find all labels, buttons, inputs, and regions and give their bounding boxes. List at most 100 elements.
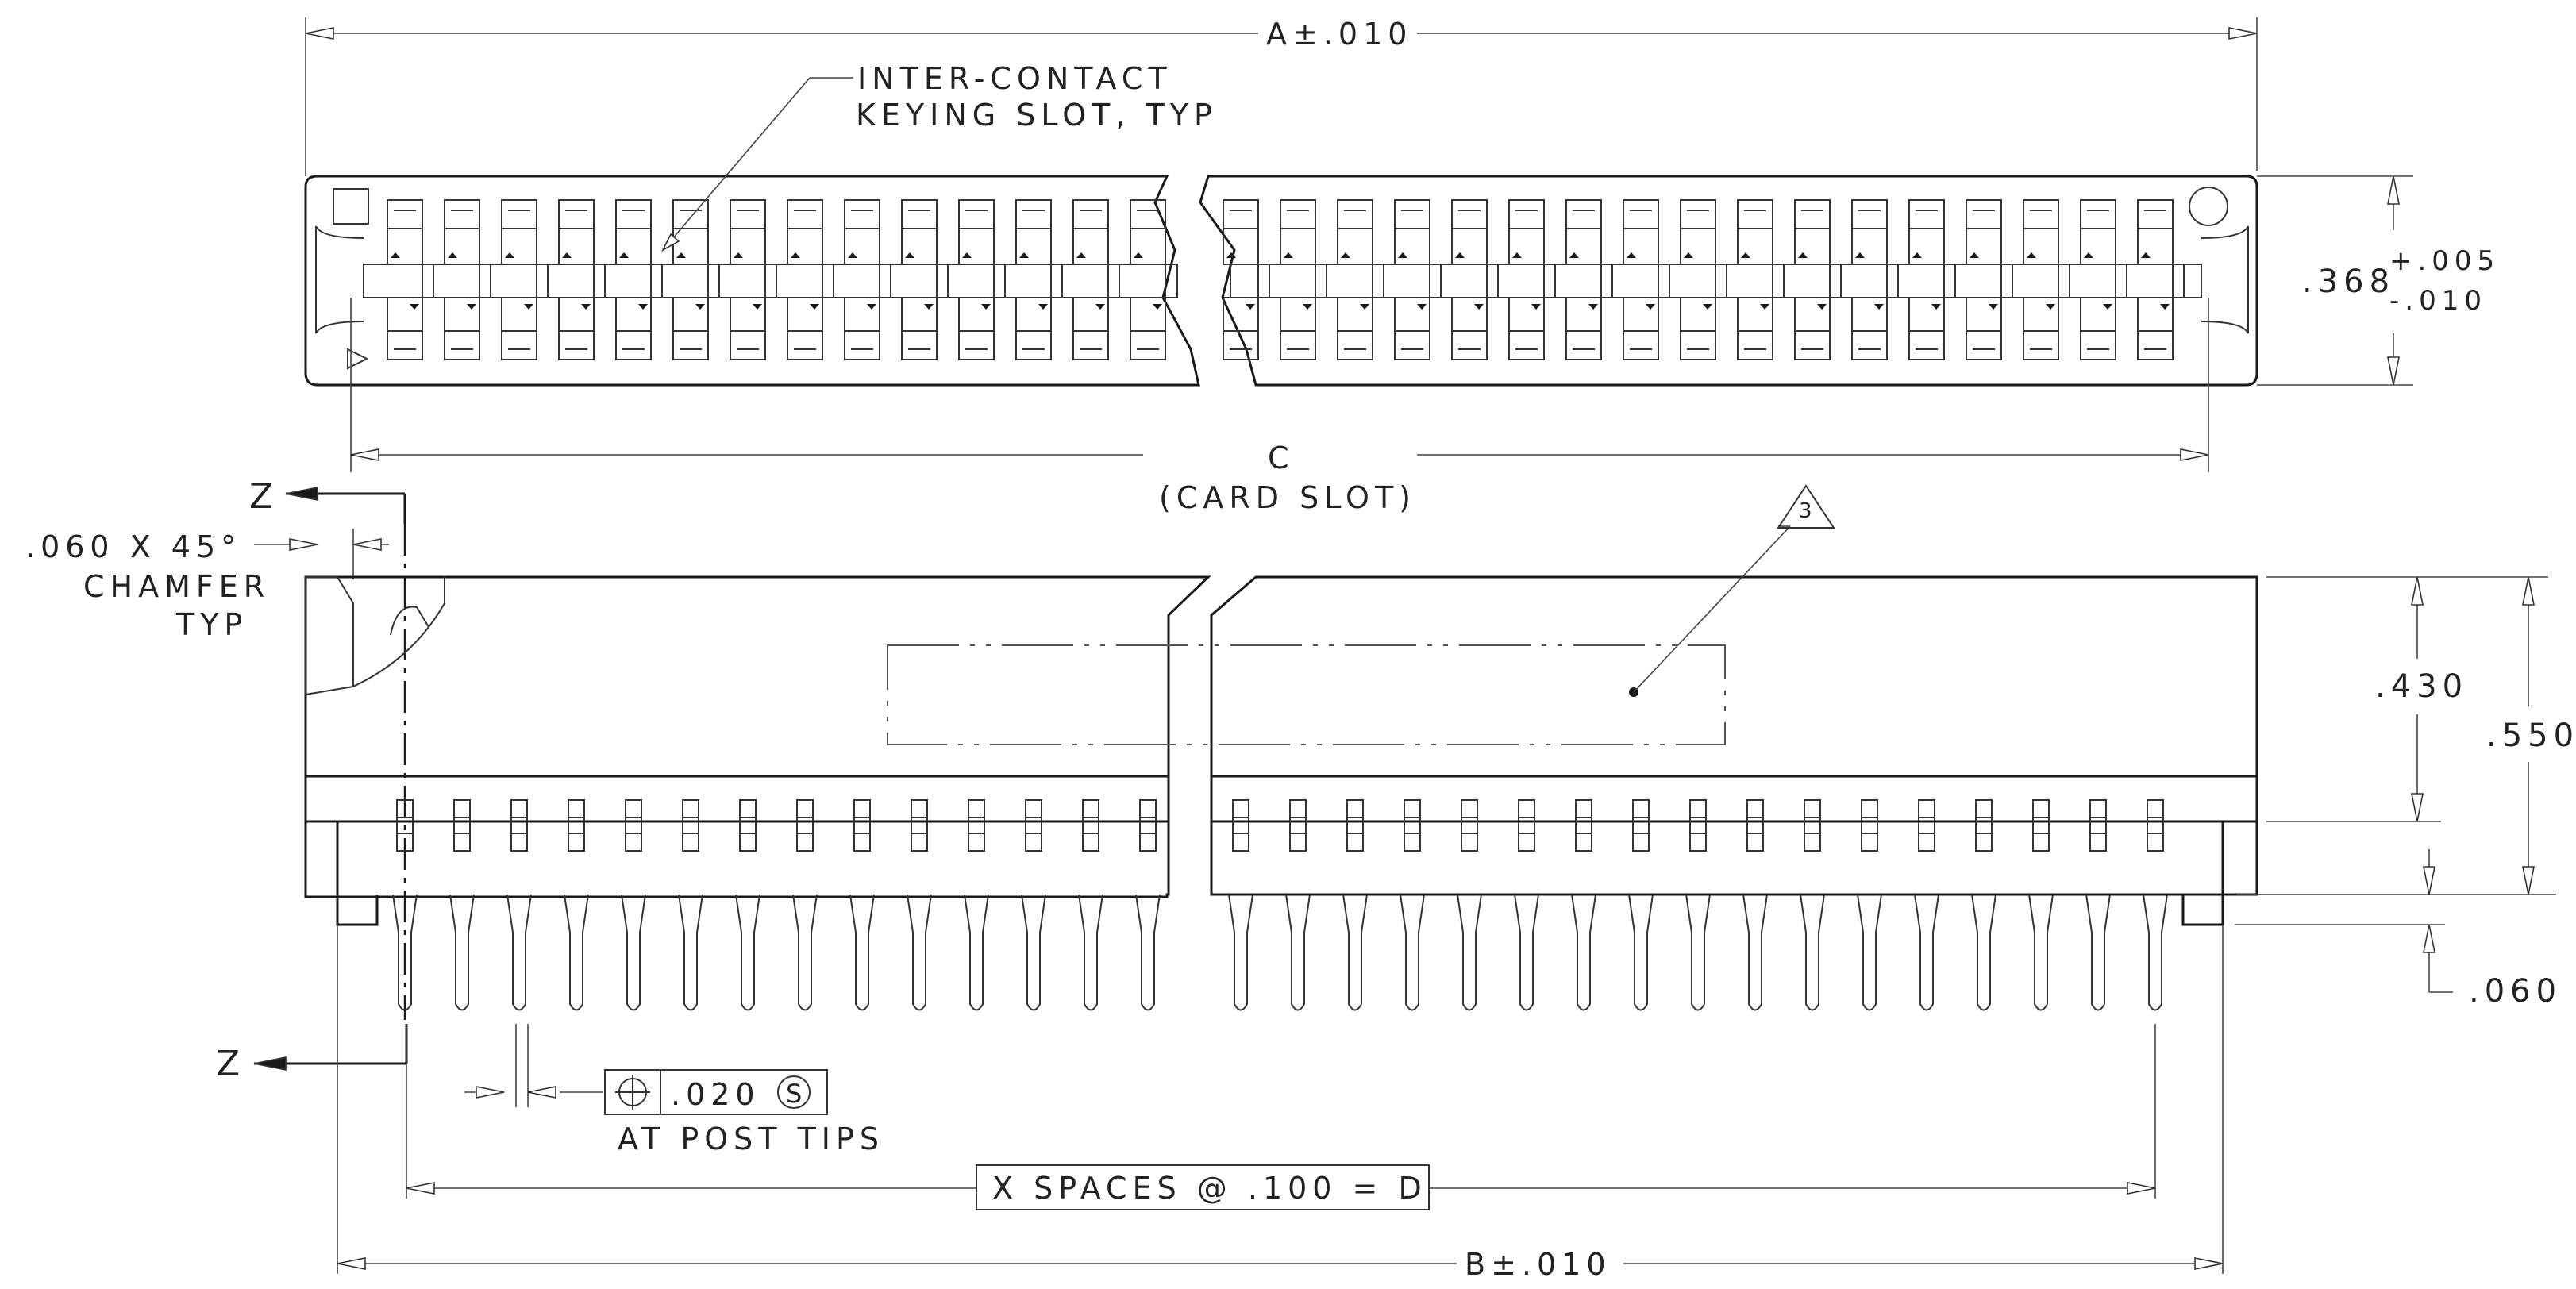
- section-marker-bottom: Z: [216, 1024, 408, 1084]
- contact-pin: [1078, 799, 1103, 1011]
- height-tol-plus: +.005: [2389, 245, 2500, 277]
- dimension-430-label: .430: [2375, 668, 2468, 705]
- marking-area-phantom: [887, 644, 1726, 745]
- card-slot-label: (CARD SLOT): [1159, 480, 1416, 515]
- contact-cell-top: [901, 199, 949, 360]
- height-nominal: .368: [2302, 264, 2395, 300]
- contact-cell-top: [1394, 199, 1442, 360]
- contact-pin: [2143, 799, 2168, 1011]
- dimension-a: A±.010: [305, 17, 2258, 176]
- chamfer-typ: TYP: [175, 607, 248, 642]
- chamfer-callout: .060 X 45° CHAMFER TYP: [25, 529, 389, 642]
- contact-pin: [1228, 799, 1253, 1011]
- contact-cell-top: [1565, 199, 1613, 360]
- dimension-550-label: .550: [2486, 718, 2576, 754]
- dimension-368: .368 +.005 -.010: [2257, 175, 2500, 386]
- chamfer-label: CHAMFER: [83, 569, 270, 604]
- contact-pin: [506, 799, 532, 1011]
- contact-cell-top: [672, 199, 720, 360]
- contact-pin: [849, 799, 875, 1011]
- front-view: Z Z .060 X 45° CHAMFER TYP: [25, 476, 2576, 1282]
- section-letter-top: Z: [249, 476, 279, 517]
- dimension-d: X SPACES @ .100 = D: [406, 1024, 2156, 1210]
- contact-cell-top: [1223, 199, 1270, 360]
- contact-pin: [792, 799, 818, 1011]
- section-letter-bottom: Z: [216, 1044, 245, 1084]
- contact-cell-top: [730, 199, 777, 360]
- contact-cell-top: [1623, 199, 1670, 360]
- contact-pin: [735, 799, 760, 1011]
- contact-cell-top: [387, 199, 434, 360]
- contact-cell-top: [2080, 199, 2127, 360]
- contact-cell-top: [1451, 199, 1499, 360]
- contacts-front: [392, 799, 2168, 1011]
- contact-pin: [449, 799, 475, 1011]
- chamfer-dimension: .060 X 45°: [25, 529, 241, 564]
- chamfer-hatch: [305, 576, 354, 696]
- position-tolerance: .020 S AT POST TIPS: [464, 1024, 884, 1156]
- contact-pin: [392, 799, 418, 1011]
- contact-pin: [1135, 799, 1161, 1011]
- spacing-note: X SPACES @ .100 = D: [992, 1171, 1427, 1206]
- note-flag-number: 3: [1799, 499, 1812, 523]
- keying-slot-callout: INTER-CONTACT KEYING SLOT, TYP: [661, 61, 1218, 252]
- card-slot-left: [363, 264, 1178, 298]
- contact-pin: [1285, 799, 1311, 1011]
- contact-cell-top: [2137, 199, 2185, 360]
- contact-cell-top: [1508, 199, 1556, 360]
- contact-pin: [2028, 799, 2054, 1011]
- dimension-b-label: B±.010: [1465, 1247, 1611, 1282]
- dimension-550: .550: [2237, 576, 2576, 895]
- dimension-c-label: C: [1268, 441, 1295, 475]
- contact-cell-top: [1280, 199, 1327, 360]
- keying-note-line1: INTER-CONTACT: [857, 61, 1172, 96]
- housing-right-segment: [1199, 175, 2258, 387]
- dimension-a-label: A±.010: [1266, 17, 1412, 52]
- dimension-430: .430: [2266, 576, 2548, 822]
- contact-cells-top: [387, 199, 2185, 360]
- dimension-b: B±.010: [337, 925, 2224, 1282]
- contact-pin: [1571, 799, 1596, 1011]
- contact-pin: [907, 799, 932, 1011]
- contact-cell-top: [958, 199, 1006, 360]
- contact-cell-top: [844, 199, 891, 360]
- contact-cell-top: [1015, 199, 1063, 360]
- dimension-060-label: .060: [2469, 973, 2562, 1010]
- contact-pin: [678, 799, 703, 1011]
- pin-one-triangle-icon: [347, 348, 369, 370]
- section-marker-top: Z: [249, 476, 406, 524]
- contact-pin: [1685, 799, 1711, 1011]
- contact-cell-top: [501, 199, 549, 360]
- contact-pin: [564, 799, 589, 1011]
- contact-pin: [964, 799, 989, 1011]
- contact-cell-top: [558, 199, 606, 360]
- contact-cell-top: [1130, 199, 1177, 360]
- tolerance-note: AT POST TIPS: [618, 1122, 884, 1156]
- contact-cell-top: [615, 199, 663, 360]
- note-flag-triangle-icon: [1777, 484, 1835, 529]
- contact-pin: [1628, 799, 1654, 1011]
- contact-pin: [1021, 799, 1046, 1011]
- contact-pin: [1514, 799, 1539, 1011]
- contact-cell-top: [1337, 199, 1384, 360]
- dimension-c: C (CARD SLOT): [350, 298, 2209, 515]
- contact-cell-top: [1794, 199, 1842, 360]
- contact-pin: [1342, 799, 1368, 1011]
- housing-left-segment: [304, 175, 1200, 387]
- contact-cell-top: [787, 199, 834, 360]
- body-right-segment: [1210, 575, 2258, 896]
- contact-pin: [2085, 799, 2111, 1011]
- contact-cell-top: [1908, 199, 1956, 360]
- contact-cell-top: [444, 199, 491, 360]
- contact-cell-top: [1072, 199, 1120, 360]
- body-left-segment: [304, 575, 1211, 898]
- contact-pin: [1914, 799, 1939, 1011]
- contact-cell-top: [2023, 199, 2070, 360]
- square-marker-icon: [333, 188, 369, 225]
- contact-cell-top: [1680, 199, 1727, 360]
- top-view: A±.010 INTER-CONTACT KEYING SLOT, TYP: [304, 17, 2500, 515]
- keying-note-line2: KEYING SLOT, TYP: [856, 98, 1218, 133]
- contact-pin: [1742, 799, 1768, 1011]
- dimension-060: .060: [2235, 849, 2562, 1010]
